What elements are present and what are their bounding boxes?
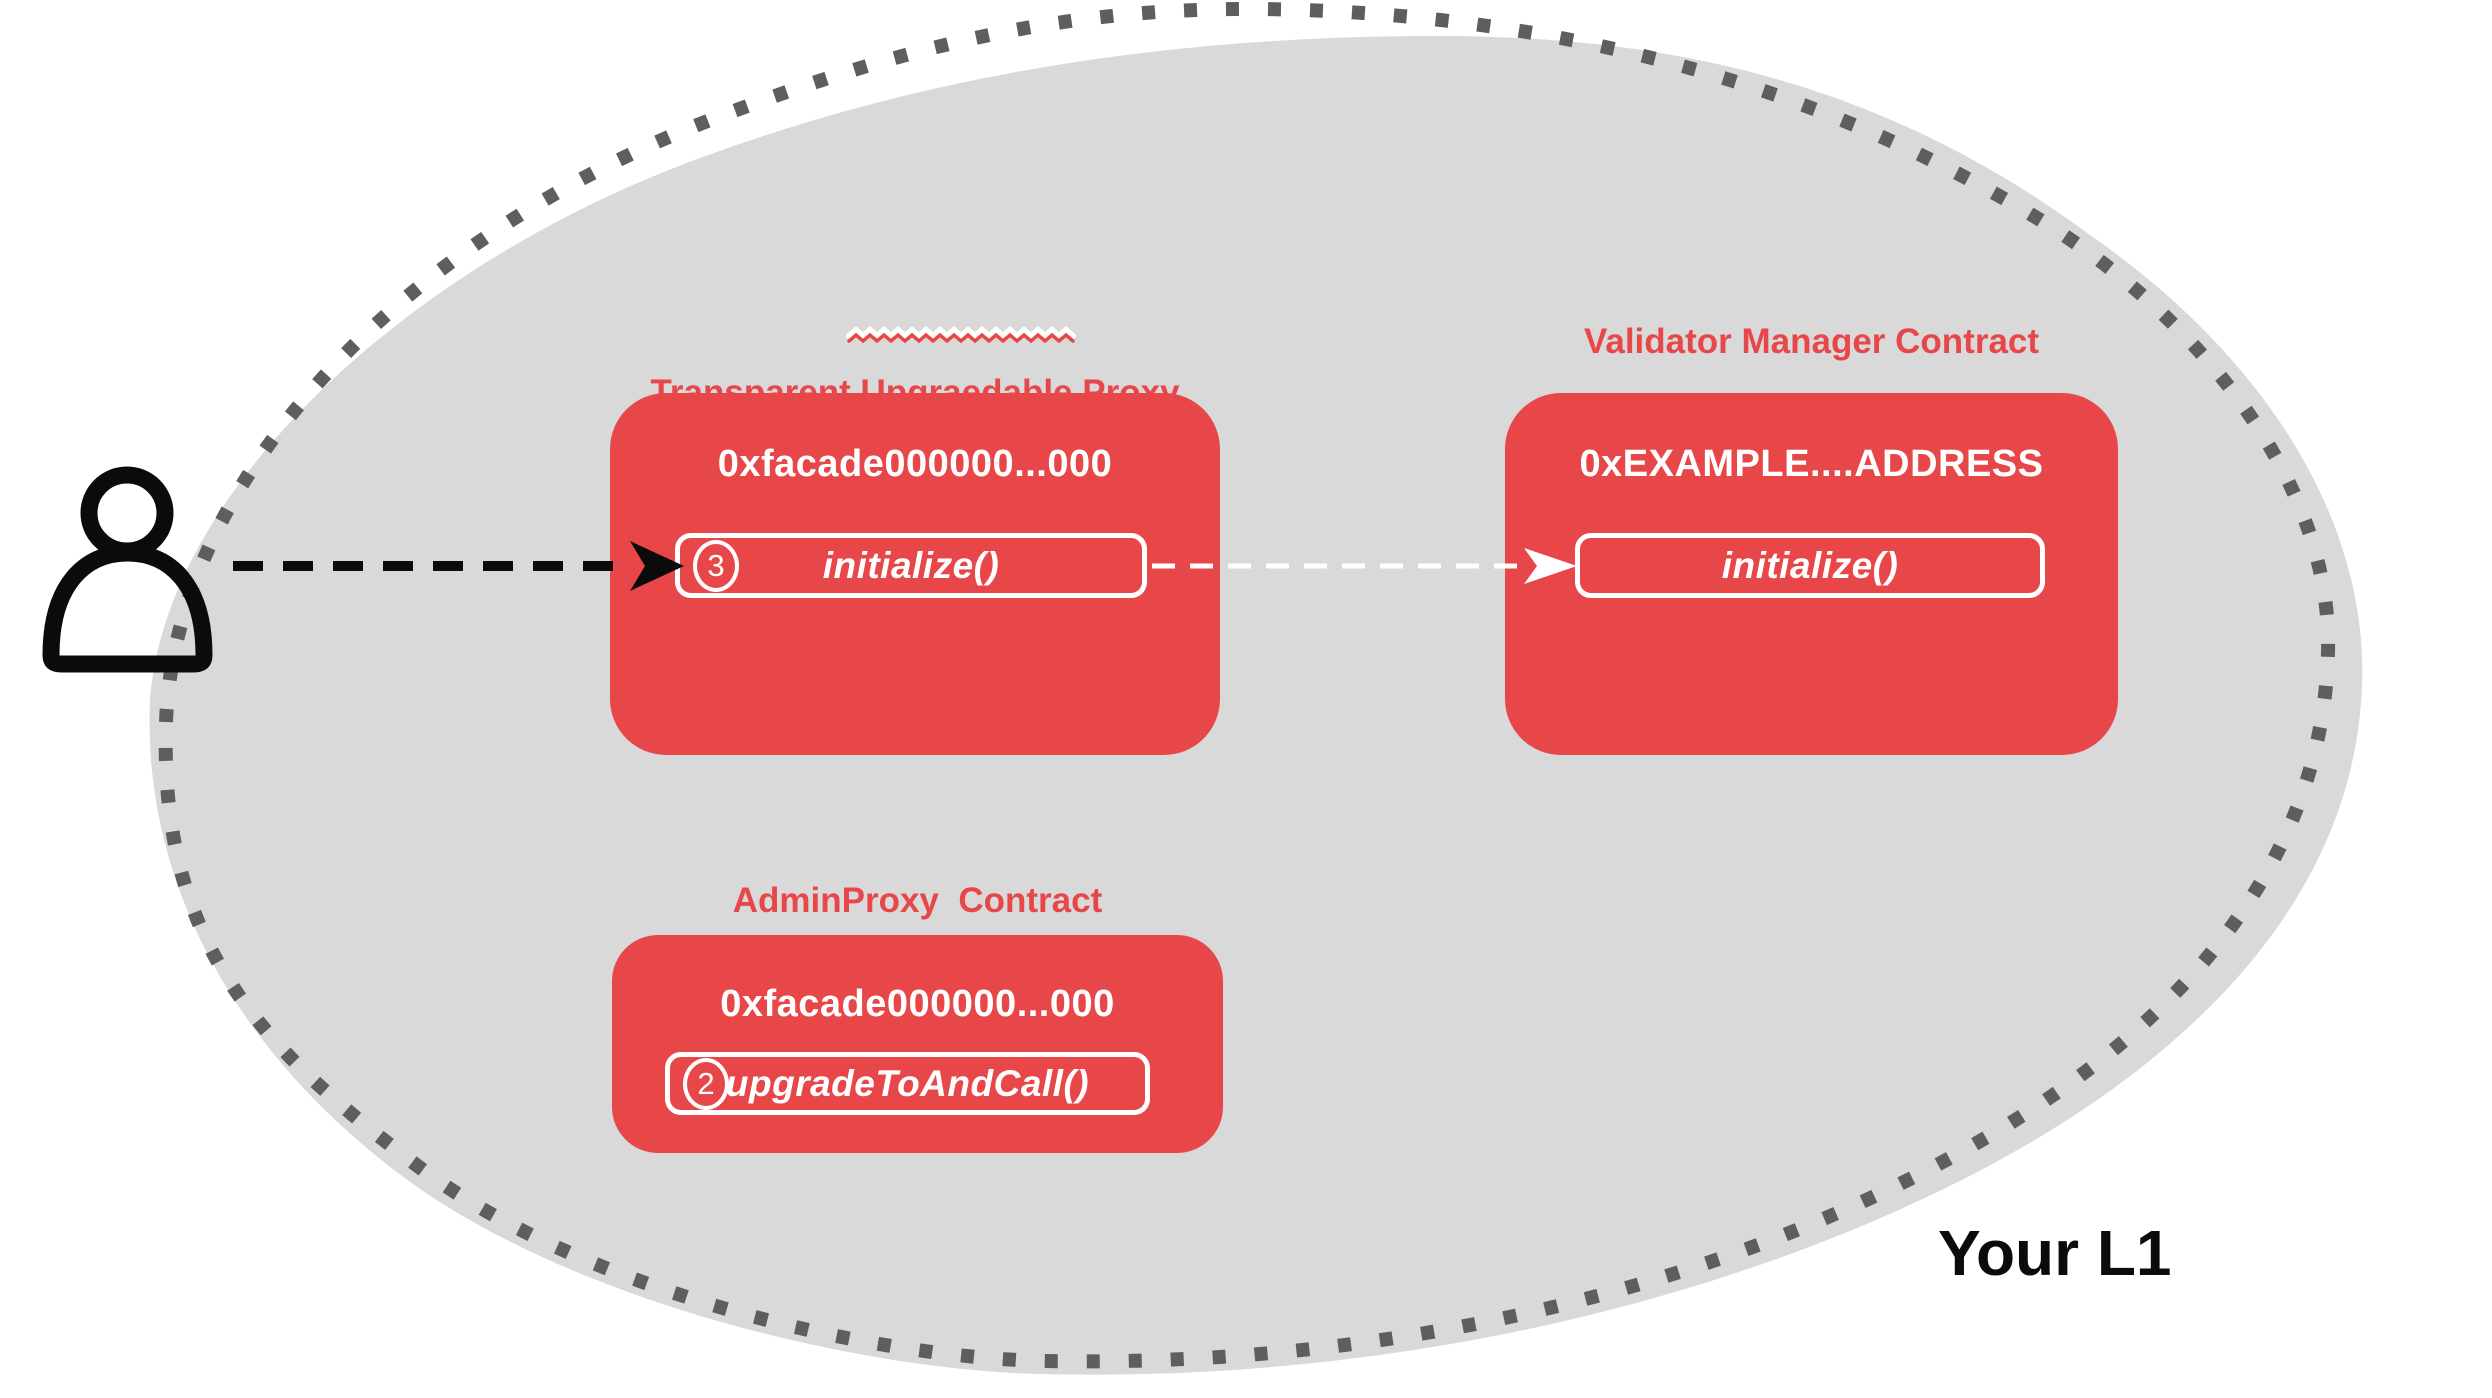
upgrade-to-and-call-label: upgradeToAndCall() <box>725 1062 1090 1104</box>
upgrade-to-and-call-method: 2 upgradeToAndCall() <box>665 1052 1150 1115</box>
admin-proxy-contract-address: 0xfacade000000...000 <box>720 983 1115 1025</box>
validator-initialize-method: initialize() <box>1575 533 2045 598</box>
your-l1-label: Your L1 <box>1938 1217 2172 1289</box>
validator-contract-title: Validator Manager Contract <box>1583 322 2040 361</box>
validator-contract-box: 0xEXAMPLE....ADDRESS initialize() <box>1505 393 2118 755</box>
validator-contract-address: 0xEXAMPLE....ADDRESS <box>1579 443 2044 485</box>
admin-proxy-contract-title: AdminProxy Contract <box>732 881 1103 920</box>
proxy-contract-address: 0xfacade000000...000 <box>717 443 1113 485</box>
step-3-badge: 3 <box>693 539 739 592</box>
proxy-initialize-method: 3 initialize() <box>675 533 1147 598</box>
proxy-contract-box: 0xfacade000000...000 3 initialize() <box>610 393 1220 755</box>
proxy-contract-title-line1: Transparent Upgraedable Proxy <box>610 373 1220 412</box>
user-icon <box>42 466 213 673</box>
validator-initialize-label: initialize() <box>1721 544 1899 586</box>
step-2-badge: 2 <box>683 1057 729 1110</box>
admin-proxy-contract-box: 0xfacade000000...000 2 upgradeToAndCall(… <box>612 935 1223 1153</box>
proxy-initialize-label: initialize() <box>822 544 1000 586</box>
